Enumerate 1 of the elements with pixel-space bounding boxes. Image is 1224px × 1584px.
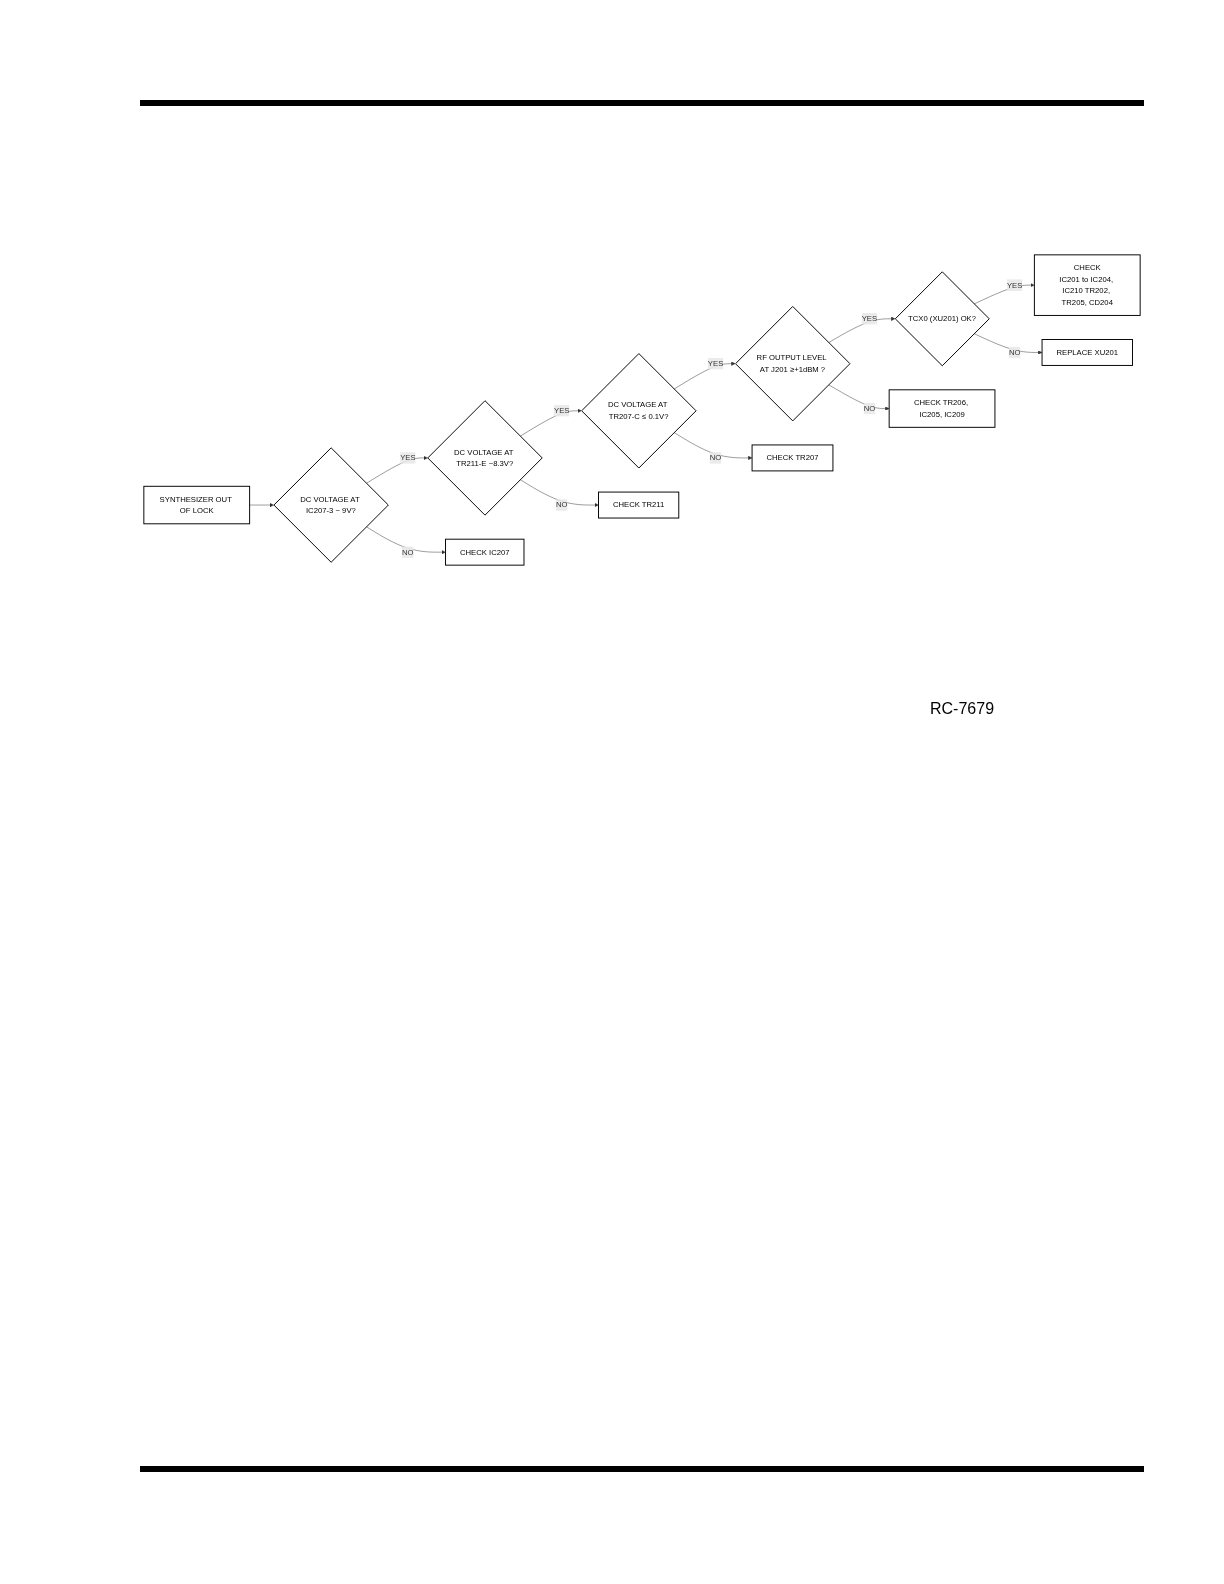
figure-number: RC-7679 bbox=[930, 700, 995, 718]
